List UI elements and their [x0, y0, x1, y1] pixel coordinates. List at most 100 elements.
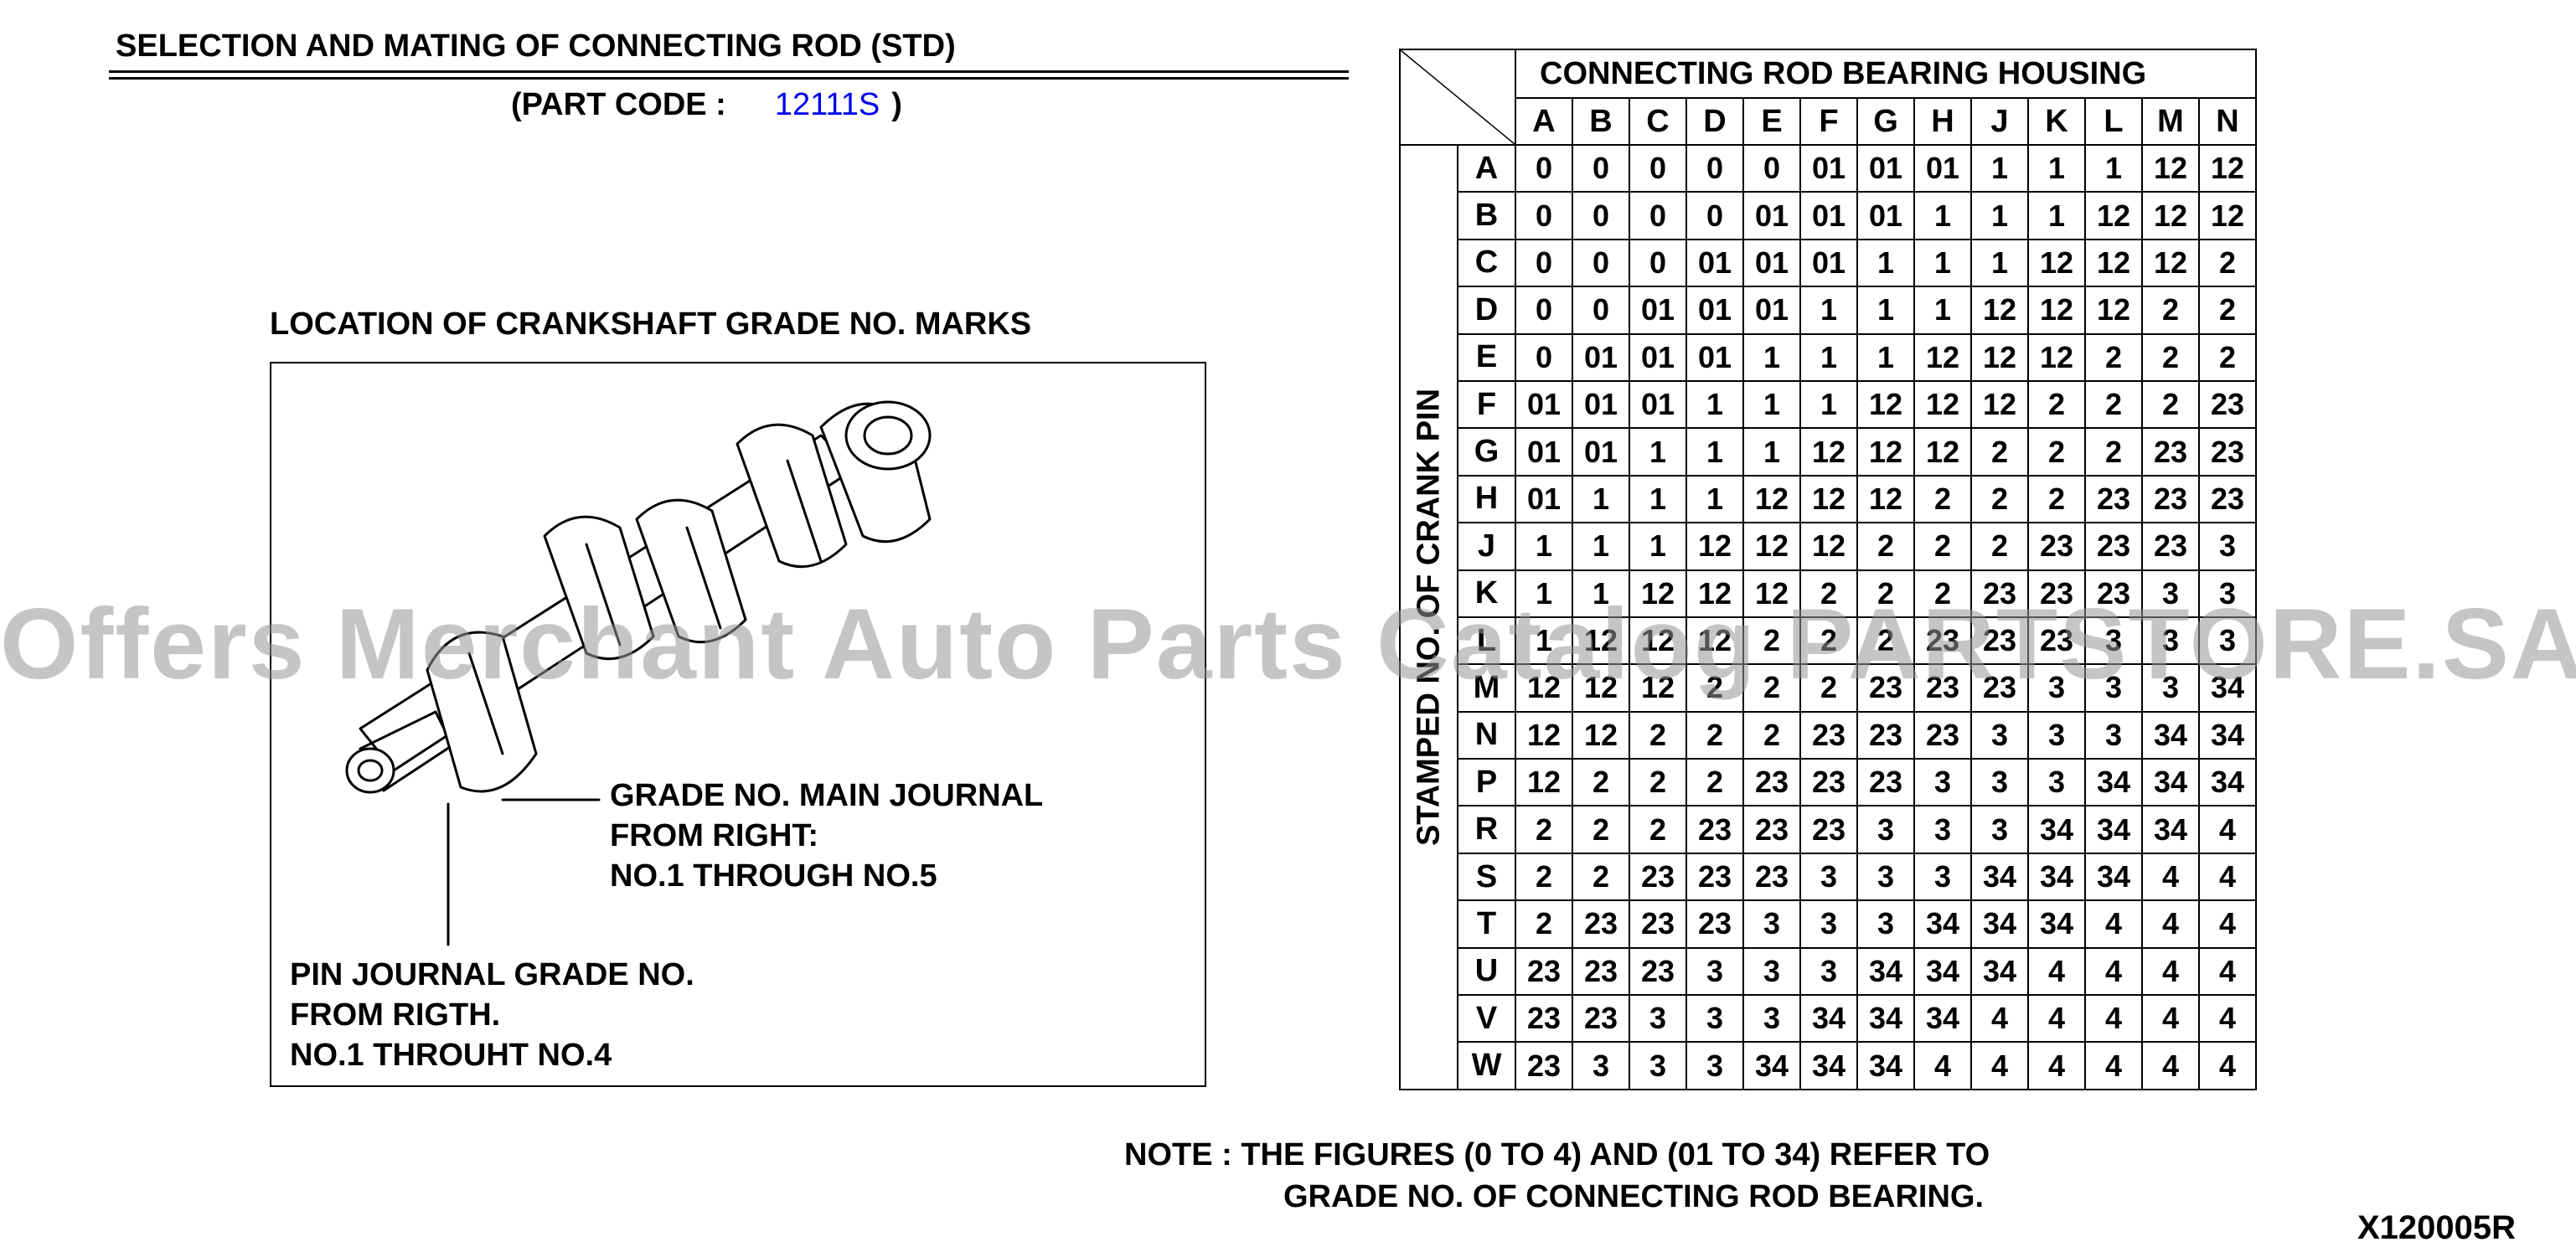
- table-cell: 23: [1799, 710, 1858, 760]
- column-header-d: D: [1685, 97, 1744, 146]
- table-cell: 4: [2084, 994, 2143, 1043]
- table-cell: 12: [2084, 191, 2143, 240]
- table-cell: 3: [1685, 1041, 1744, 1090]
- table-cell: 12: [1913, 379, 1972, 430]
- table-cell: 2: [2084, 332, 2143, 382]
- table-cell: 12: [2198, 143, 2257, 193]
- table-cell: 2: [1572, 805, 1630, 854]
- table-cell: 3: [2084, 663, 2143, 713]
- footnote-line2: GRADE NO. OF CONNECTING ROD BEARING.: [1283, 1179, 1985, 1214]
- main-journal-note-line3: NO.1 THROUGH NO.5: [610, 858, 937, 894]
- table-cell: 12: [1970, 379, 2029, 430]
- table-cell: 01: [1572, 332, 1630, 382]
- table-cell: 12: [1742, 474, 1801, 524]
- table-cell: 12: [1515, 710, 1573, 760]
- table-cell: 4: [2084, 1041, 2143, 1090]
- table-cell: 34: [2141, 758, 2200, 807]
- column-header-m: M: [2141, 97, 2200, 146]
- table-cell: 3: [1685, 994, 1744, 1043]
- table-cell: 1: [1572, 474, 1630, 524]
- table-cell: 1: [1970, 191, 2029, 240]
- table-cell: 12: [1970, 286, 2029, 335]
- table-cell: 2: [2141, 286, 2200, 335]
- table-cell: 23: [1629, 946, 1687, 997]
- table-cell: 1: [1685, 474, 1744, 524]
- table-cell: 2: [2027, 474, 2086, 524]
- table-cell: 4: [1970, 994, 2029, 1043]
- table-cell: 3: [1629, 1041, 1687, 1090]
- table-cell: 01: [1515, 427, 1573, 477]
- table-cell: 23: [1856, 663, 1915, 713]
- table-cell: 2: [1970, 522, 2029, 571]
- table-cell: 23: [1799, 805, 1858, 854]
- table-cell: 2: [1856, 569, 1915, 618]
- table-cell: 1: [1799, 379, 1858, 430]
- table-cell: 01: [1572, 379, 1630, 430]
- table-cell: 2: [1856, 616, 1915, 666]
- table-cell: 3: [2084, 710, 2143, 760]
- table-cell: 1: [1799, 286, 1858, 335]
- title-underline-2: [109, 77, 1349, 80]
- column-header-a: A: [1515, 97, 1573, 146]
- column-header-k: K: [2027, 97, 2086, 146]
- table-cell: 1: [1799, 332, 1858, 382]
- table-cell: 34: [1799, 994, 1858, 1043]
- column-header-e: E: [1742, 97, 1801, 146]
- title-underline: [109, 70, 1349, 73]
- table-cell: 23: [1685, 805, 1744, 854]
- row-header-r: R: [1457, 805, 1516, 854]
- table-cell: 01: [1799, 143, 1858, 193]
- table-cell: 23: [1913, 616, 1972, 666]
- table-cell: 01: [1685, 332, 1744, 382]
- table-cell: 34: [2027, 899, 2086, 949]
- table-cell: 4: [2141, 994, 2200, 1043]
- table-cell: 2: [1572, 758, 1630, 807]
- table-cell: 2: [1913, 474, 1972, 524]
- column-header-g: G: [1856, 97, 1915, 146]
- table-cell: 2: [1742, 663, 1801, 713]
- table-header-row: CONNECTING ROD BEARING HOUSING: [1399, 49, 2257, 146]
- column-header-b: B: [1572, 97, 1630, 146]
- main-journal-grade-note: GRADE NO. MAIN JOURNAL FROM RIGHT: NO.1 …: [610, 776, 1043, 896]
- row-header-l: L: [1457, 616, 1516, 666]
- table-cell: 1: [1970, 238, 2029, 288]
- table-cell: 01: [1856, 143, 1915, 193]
- column-header-l: L: [2084, 97, 2143, 146]
- table-cell: 3: [2198, 616, 2257, 666]
- table-cell: 12: [1629, 616, 1687, 666]
- table-cell: 23: [2141, 427, 2200, 477]
- table-cell: 4: [2084, 946, 2143, 997]
- table-cell: 23: [2084, 474, 2143, 524]
- table-cell: 34: [1970, 852, 2029, 902]
- row-header-m: M: [1457, 663, 1516, 713]
- table-cell: 4: [2027, 994, 2086, 1043]
- table-cell: 4: [2198, 899, 2257, 949]
- table-cell: 2: [2027, 427, 2086, 477]
- table-cell: 2: [1799, 663, 1858, 713]
- table-cell: 0: [1629, 191, 1687, 240]
- part-code-link[interactable]: 12111S: [774, 87, 880, 122]
- table-cell: 23: [1515, 1041, 1573, 1090]
- main-journal-note-line1: GRADE NO. MAIN JOURNAL: [610, 778, 1044, 813]
- table-cell: 01: [1856, 191, 1915, 240]
- table-cell: 2: [1572, 852, 1630, 902]
- table-cell: 12: [1856, 474, 1915, 524]
- table-cell: 3: [1856, 899, 1915, 949]
- table-cell: 3: [2141, 616, 2200, 666]
- table-cell: 23: [1629, 899, 1687, 949]
- table-cell: 4: [2084, 899, 2143, 949]
- table-cell: 12: [1856, 379, 1915, 430]
- pin-header: STAMPED NO. OF CRANK PIN: [1411, 388, 1446, 846]
- table-cell: 4: [2141, 899, 2200, 949]
- table-cell: 2: [1685, 663, 1744, 713]
- table-cell: 34: [1913, 899, 1972, 949]
- part-code-close: ): [891, 87, 902, 122]
